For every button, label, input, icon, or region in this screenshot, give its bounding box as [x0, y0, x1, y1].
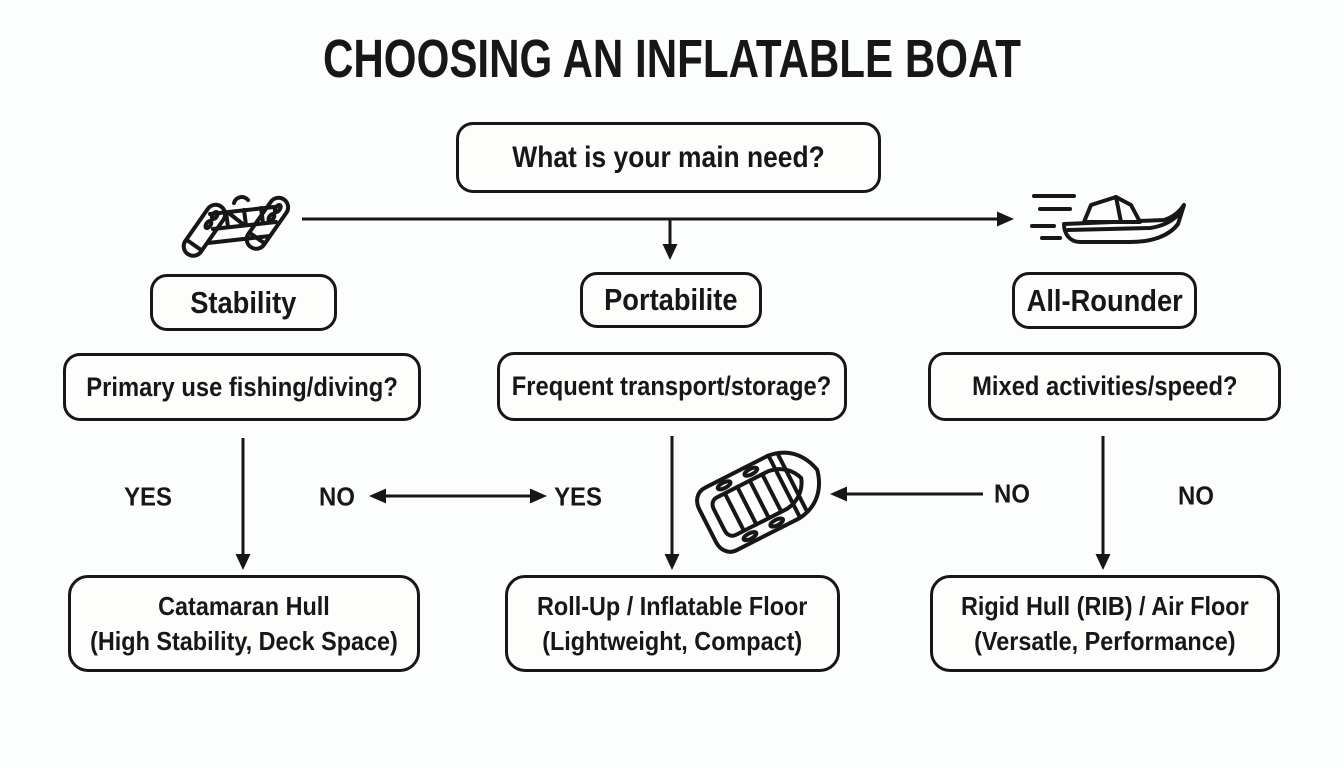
result-line2: (High Stability, Deck Space)	[90, 625, 398, 656]
page-title: CHOOSING AN INFLATABLE BOAT	[322, 29, 1022, 89]
result-line1: Roll-Up / Inflatable Floor	[537, 591, 808, 622]
question-text: Mixed activities/speed?	[971, 371, 1238, 401]
category-box-stability: Stability	[150, 274, 337, 331]
category-box-all-rounder: All-Rounder	[1012, 272, 1197, 329]
root-question-box: What is your main need?	[456, 122, 881, 193]
question-box-portability: Frequent transport/storage?	[497, 352, 847, 421]
result-box-rib: Rigid Hull (RIB) / Air Floor (Versatle, …	[930, 575, 1280, 672]
category-label: Stability	[190, 284, 297, 320]
question-text: Primary use fishing/diving?	[86, 371, 398, 402]
inflatable-dinghy-icon	[695, 450, 822, 554]
edge-label-no-mid: NO	[994, 478, 1030, 509]
question-box-stability: Primary use fishing/diving?	[63, 353, 421, 421]
edge-label-no-left: NO	[319, 481, 355, 512]
result-line1: Catamaran Hull	[158, 591, 330, 622]
result-box-rollup: Roll-Up / Inflatable Floor (Lightweight,…	[505, 575, 840, 672]
question-box-all-rounder: Mixed activities/speed?	[928, 352, 1281, 421]
edge-label-yes-left: YES	[124, 481, 172, 512]
result-line1: Rigid Hull (RIB) / Air Floor	[961, 591, 1249, 622]
question-text: Frequent transport/storage?	[512, 371, 832, 401]
edge-label-no-right: NO	[1178, 480, 1214, 511]
edge-label-yes-mid: YES	[554, 481, 602, 512]
catamaran-boat-icon	[181, 195, 291, 258]
speedboat-icon	[1030, 194, 1186, 244]
category-box-portability: Portabilite	[580, 272, 762, 328]
root-question-text: What is your main need?	[512, 140, 825, 174]
result-line2: (Lightweight, Compact)	[542, 625, 803, 656]
result-box-catamaran: Catamaran Hull (High Stability, Deck Spa…	[68, 575, 420, 672]
category-label: All-Rounder	[1026, 282, 1183, 318]
result-line2: (Versatle, Performance)	[974, 625, 1236, 656]
category-label: Portabilite	[604, 282, 738, 317]
